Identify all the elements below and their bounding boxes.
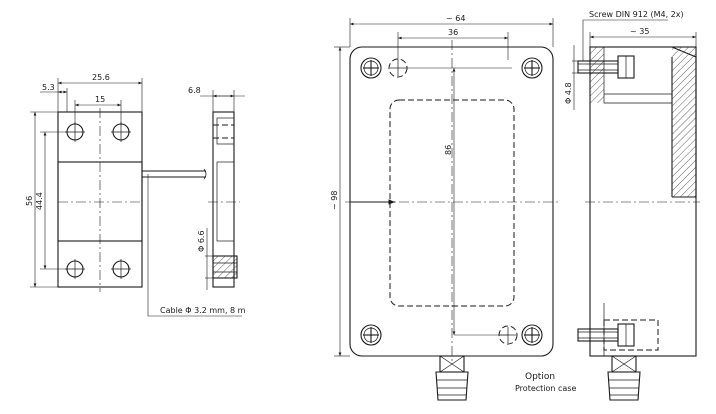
dim-56-label: 56 (25, 196, 34, 206)
dim-6-8-label: 6.8 (188, 86, 201, 95)
dim-15-label: 15 (95, 95, 105, 104)
side-screw (577, 323, 635, 347)
dim-86-label: 86 (444, 145, 453, 155)
sensor-side-view: 6.8 Φ 6.6 Cable Φ 3.2 mm, 8 m (147, 86, 246, 317)
side-screw (577, 55, 635, 79)
case-front-view: ~ 64 36 86 ~ 98 Option Protection case (330, 14, 576, 401)
mounting-hole (111, 122, 131, 142)
dim-4-8-label: Φ 4.8 (564, 82, 573, 104)
dim-98-label: ~ 98 (330, 191, 339, 210)
dim-64-label: ~ 64 (446, 14, 465, 23)
dim-35-label: ~ 35 (630, 27, 649, 36)
dim-5-3-label: 5.3 (42, 83, 55, 92)
mounting-hole (65, 259, 85, 279)
case-screw (360, 324, 382, 346)
cable-label: Cable Φ 3.2 mm, 8 m (160, 306, 246, 315)
dim-6-6-label: Φ 6.6 (197, 230, 206, 252)
sensor-cable (142, 168, 207, 180)
case-screw (521, 324, 543, 346)
dim-36-label: 36 (448, 28, 458, 37)
sensor-front-view: 5.3 25.6 15 56 44.4 (25, 73, 207, 292)
case-side-view: Screw DIN 912 (M4, 2x) ~ 35 Φ 4.8 (564, 10, 700, 401)
screw-label: Screw DIN 912 (M4, 2x) (589, 10, 684, 19)
dim-44-4-label: 44.4 (35, 192, 44, 210)
dim-25-6-label: 25.6 (92, 73, 110, 82)
option-title: Option (525, 372, 555, 382)
cable-gland-side (607, 355, 641, 401)
case-screw (521, 57, 543, 79)
mounting-hole (65, 122, 85, 142)
option-subtitle: Protection case (515, 384, 576, 393)
mounting-hole (111, 259, 131, 279)
cable-gland (435, 355, 469, 401)
case-screw (360, 57, 382, 79)
sensor-hole-hidden (388, 58, 408, 78)
